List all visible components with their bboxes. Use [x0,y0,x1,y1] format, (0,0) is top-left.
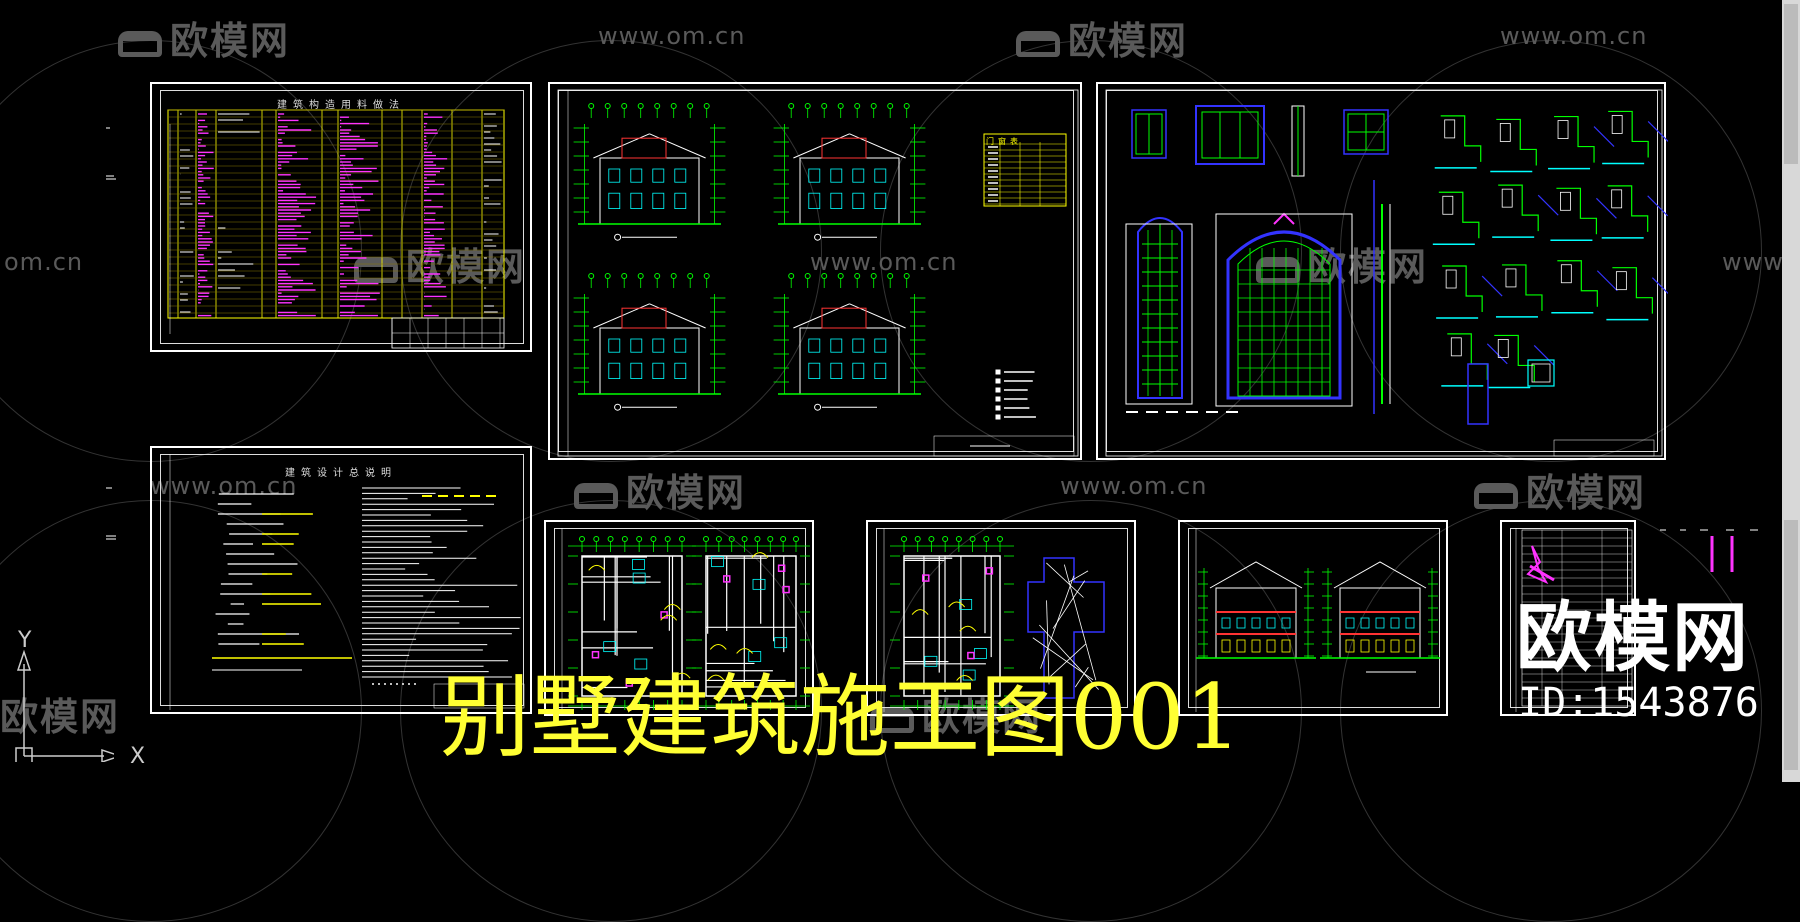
watermark-ring [880,40,1302,462]
sheet-sections[interactable] [1178,520,1448,716]
details-drawing [1105,89,1668,457]
watermark-ring [1340,40,1762,462]
sofa-logo-icon [1474,482,1518,509]
sheet-border [876,528,1128,708]
sheet-design-notes[interactable]: 建筑设计总说明 [150,446,532,714]
section-drawing [1195,528,1440,712]
sheet-border [1106,90,1658,452]
door-window-table-title: 门窗表 [986,137,1022,146]
sheet-elevations[interactable]: 门窗表 [548,82,1082,460]
sheet-index[interactable] [1500,520,1636,716]
sofa-logo-icon [354,256,398,283]
legend-marks [1660,529,1758,572]
watermark-logo: 欧模网 [118,10,290,65]
vertical-scrollbar[interactable] [1782,0,1800,782]
watermark-logo: 欧模网 [574,462,746,517]
watermark-logo: 欧模网 [1256,236,1428,291]
sheet-border [160,454,524,706]
sheet-border [558,90,1074,452]
watermark-url: www.om.cn [1500,22,1648,50]
sofa-logo-icon [118,30,162,57]
watermark-logo: 欧模网 [0,695,121,739]
brand-logo-text: 欧模网 [1516,593,1750,682]
sheet-border [160,90,524,344]
sheet-border [1188,528,1440,708]
page-title: 别墅建筑施工图001 [440,665,1242,770]
watermark-ring [400,40,822,462]
watermark-url: om.cn [4,248,84,276]
sheet-materials-table[interactable]: 建筑构造用料做法 [150,82,532,352]
ucs-x-label: X [130,744,146,769]
sheet-border [554,528,806,708]
sheet-floor-plans-2[interactable] [866,520,1136,716]
watermark-url: www.om.cn [150,472,298,500]
scrollbar-thumb[interactable] [1784,520,1798,770]
sofa-logo-icon [1016,30,1060,57]
index-table-drawing [1515,528,1633,712]
elevations-drawing [557,89,1079,457]
watermark-logo: 欧模网 [1016,10,1188,65]
sheet-floor-plans-1[interactable] [544,520,814,716]
sheet-title: 建筑设计总说明 [285,468,397,479]
ucs-y-label: Y [18,628,32,653]
sofa-logo-icon [574,482,618,509]
scrollbar-thumb[interactable] [1784,4,1798,164]
item-id: ID:1543876 [1518,680,1759,726]
watermark-url: www.om.cn [1060,472,1208,500]
watermark-url: www.om.cn [598,22,746,50]
ucs-axis-icon [15,649,114,762]
margin-marks [106,127,116,540]
sofa-logo-icon [870,706,914,733]
sheet-details[interactable] [1096,82,1668,460]
design-notes-drawing [169,454,525,710]
watermark-logo: 欧模网 [870,686,1042,741]
sheet-title: 建筑构造用料做法 [277,100,405,111]
floor-plan-drawing [883,528,1105,712]
watermark-url: www.om.cn [810,248,958,276]
watermark-logo: 欧模网 [1474,462,1646,517]
floor-plan-drawing [561,528,810,712]
materials-table-drawing [167,109,505,349]
sofa-logo-icon [1256,256,1300,283]
